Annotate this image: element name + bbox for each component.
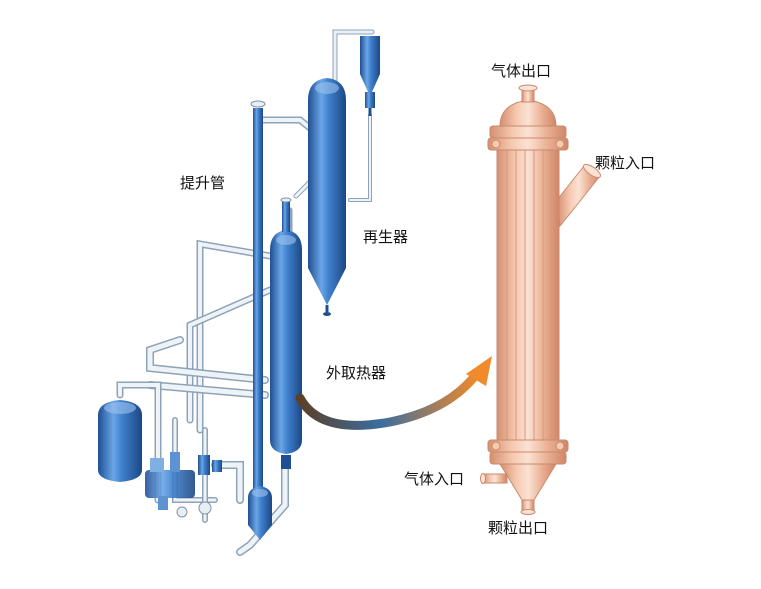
label-external-heat-exchanger: 外取热器 [326,364,387,382]
top-head [487,84,569,151]
external-heat-exchanger-vessel [270,197,302,469]
cyclone [360,36,380,116]
storage-tank [98,400,142,482]
flow-arrow [295,356,492,430]
riser-pipe [250,100,266,490]
label-gas-outlet: 气体出口 [491,62,552,80]
label-regenerator: 再生器 [363,228,409,246]
exchanger-detail [480,84,602,515]
label-particle-inlet: 颗粒入口 [595,154,656,172]
gas-inlet-nozzle [480,473,508,484]
label-gas-inlet: 气体入口 [404,470,465,488]
piping [116,29,375,556]
bottom-vessel [248,486,272,540]
valve-cluster [145,452,222,518]
regenerator-vessel [308,78,346,316]
exchanger-tubes [506,150,552,450]
fcc-unit [98,29,380,556]
exchanger-shell [496,149,560,451]
label-riser: 提升管 [180,174,226,192]
label-particle-outlet: 颗粒出口 [488,519,549,537]
bottom-head [487,439,569,515]
